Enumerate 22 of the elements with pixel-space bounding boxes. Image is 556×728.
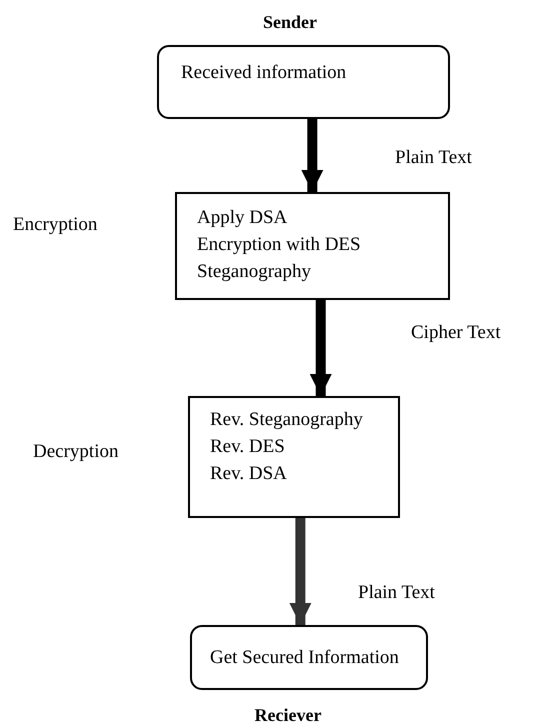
box-text: Get Secured Information: [210, 646, 399, 670]
rounded-box: [157, 45, 450, 119]
box-text: Rev. DSA: [210, 462, 287, 486]
box-text: Rev. Steganography: [210, 408, 363, 432]
actor-label: Reciever: [254, 704, 322, 726]
process-box: [188, 396, 400, 518]
rounded-box: [190, 625, 428, 690]
stage-label: Decryption: [33, 441, 118, 463]
box-text: Encryption with DES: [197, 233, 361, 257]
arrow: [289, 518, 312, 625]
process-box: [175, 192, 450, 300]
arrow: [301, 119, 324, 192]
actor-label: Sender: [263, 11, 317, 33]
edge-label: Plain Text: [395, 147, 472, 169]
stage-label: Encryption: [13, 214, 98, 236]
box-text: Received information: [181, 61, 346, 85]
box-text: Rev. DES: [210, 435, 285, 459]
edge-label: Plain Text: [358, 582, 435, 604]
arrow: [310, 300, 332, 396]
box-text: Steganography: [197, 260, 311, 284]
edge-label: Cipher Text: [411, 322, 501, 344]
box-text: Apply DSA: [197, 206, 288, 230]
